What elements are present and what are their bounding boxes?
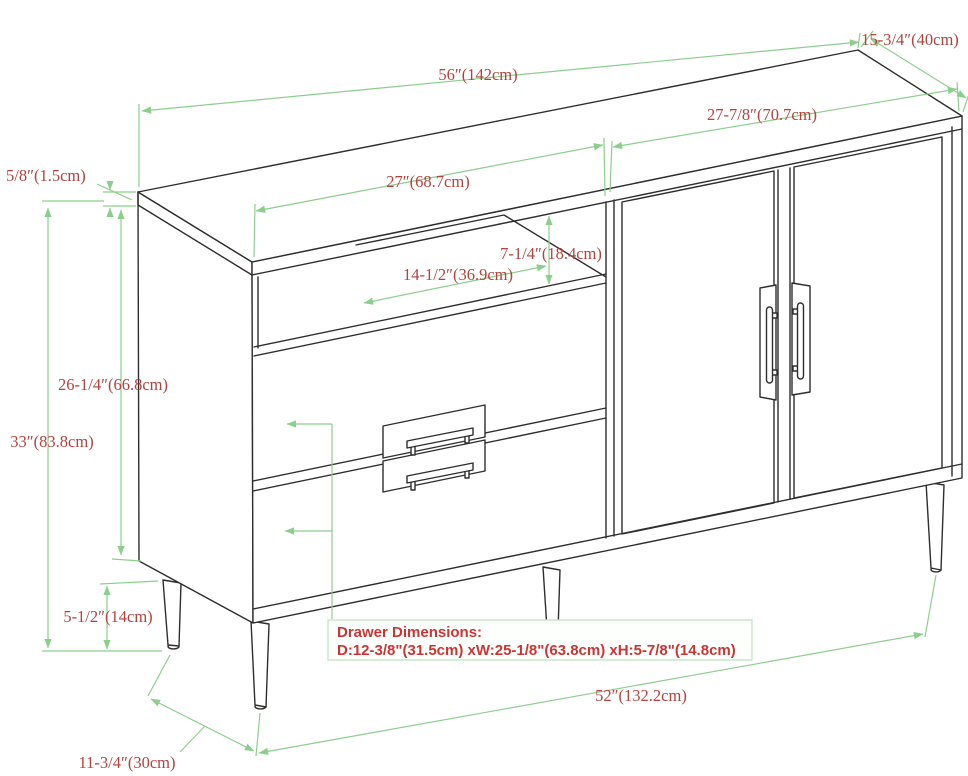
top-board-edge [137,128,963,276]
leg-back-left [162,579,182,650]
label-leg-depth-spacing: 11-3/4″(30cm) [79,753,176,772]
dimension-body-height [111,209,142,562]
drawer-dimensions-callout: Drawer Dimensions: D:12-3/8"(31.5cm) xW:… [327,619,753,661]
label-shelf-opening-width: 14-1/2″(36.9cm) [403,265,513,284]
cabinet-doors [621,126,953,535]
label-depth: 15-3/4″(40cm) [861,30,959,49]
open-shelf [253,214,607,357]
door-handle-bar-left [765,306,774,384]
label-leg-span: 52″(132.2cm) [595,686,687,705]
cabinet-line-art [137,49,963,710]
callout-title: Drawer Dimensions: [337,624,482,641]
drawer-callout-bracket [284,420,333,619]
drawer-handle-bar-bottom [406,462,474,484]
dimension-leg-depth-spacing [147,654,261,757]
dimension-top-thickness [96,180,136,218]
dimension-shelf-width [363,264,547,305]
cabinet-left-side-panel [137,191,254,624]
label-top-width: 56″(142cm) [438,65,517,84]
label-shelf-opening-height: 7-1/4″(18.4cm) [500,244,602,263]
callout-detail: D:12-3/8"(31.5cm) xW:25-1/8"(63.8cm) xH:… [337,642,736,659]
leg-front-left [250,620,270,710]
dimension-labels: 56″(142cm) 15-3/4″(40cm) 27-7/8″(70.7cm)… [6,30,959,772]
label-body-height: 26-1/4″(66.8cm) [58,375,168,394]
label-leg-height: 5-1/2″(14cm) [63,607,152,626]
leg-front-right [925,481,945,573]
dimension-total-height [42,200,162,652]
label-total-height: 33″(83.8cm) [10,432,93,451]
dimension-right-section [609,81,960,193]
door-left [621,170,775,535]
drawer-handle-bar-top [406,427,474,449]
dimension-leg-height [99,580,159,650]
label-top-thickness: 5/8″(1.5cm) [6,166,86,185]
label-left-section-width: 27″(68.7cm) [386,172,469,191]
dimension-leg-span [258,574,937,755]
dimension-top-width [138,32,861,187]
drawer-handles [382,404,486,493]
label-right-section-width: 27-7/8″(70.7cm) [707,105,817,124]
dimension-lines [42,30,968,757]
center-divider [605,199,615,539]
dimension-left-section [253,137,606,258]
callout-box [327,619,753,661]
door-handle-bar-right [796,302,805,380]
